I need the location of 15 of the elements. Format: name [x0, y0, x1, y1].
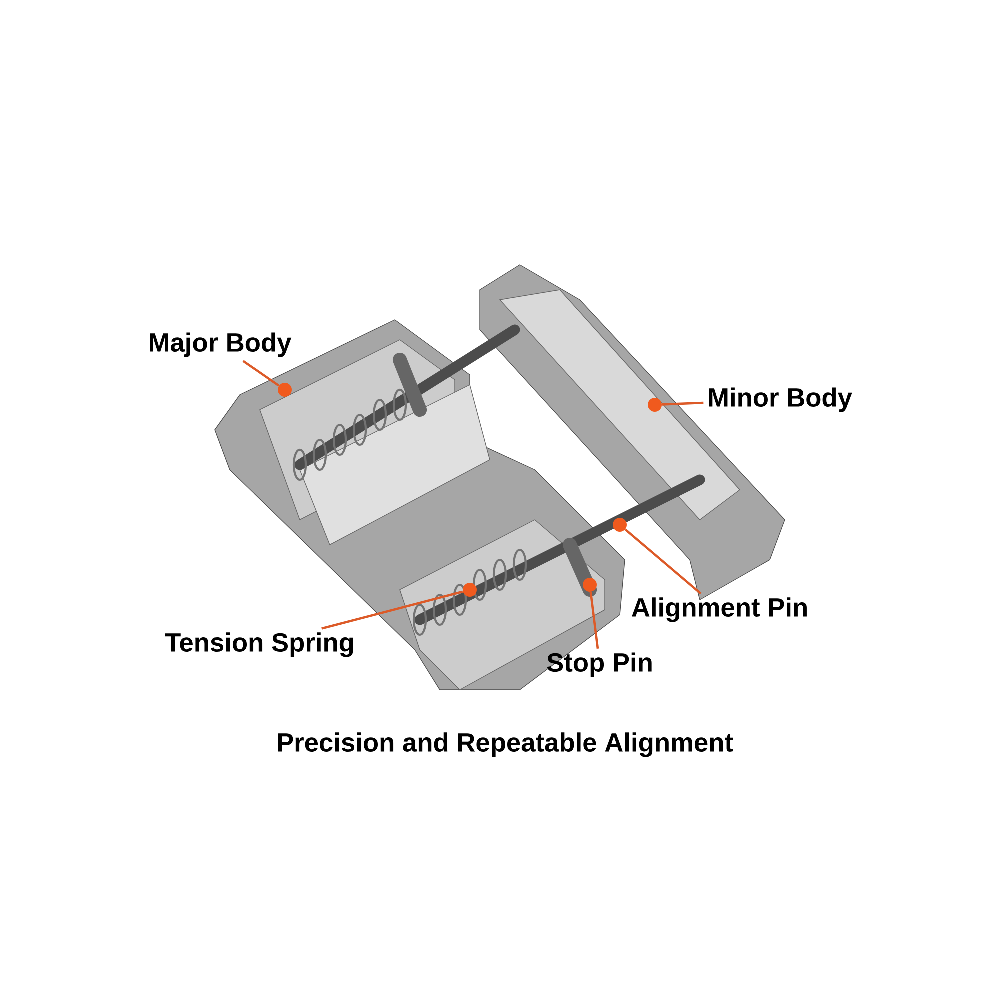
part-label: Alignment Pin — [632, 598, 807, 622]
part-label: Stop Pin — [547, 652, 652, 678]
part-label: Minor Body — [709, 388, 852, 412]
part-label: Tension Spring — [165, 632, 354, 658]
leader-line — [624, 528, 702, 595]
leader-line — [662, 402, 704, 406]
leader-line — [322, 590, 464, 630]
marker-dot — [613, 518, 627, 532]
marker-dot — [278, 383, 292, 397]
part-label: Major Body — [150, 332, 292, 358]
marker-dot — [648, 398, 662, 412]
caption: Precision and Repeatable Alignment — [278, 732, 734, 758]
marker-dot — [583, 578, 597, 592]
marker-dot — [463, 583, 477, 597]
leader-line — [242, 360, 280, 387]
